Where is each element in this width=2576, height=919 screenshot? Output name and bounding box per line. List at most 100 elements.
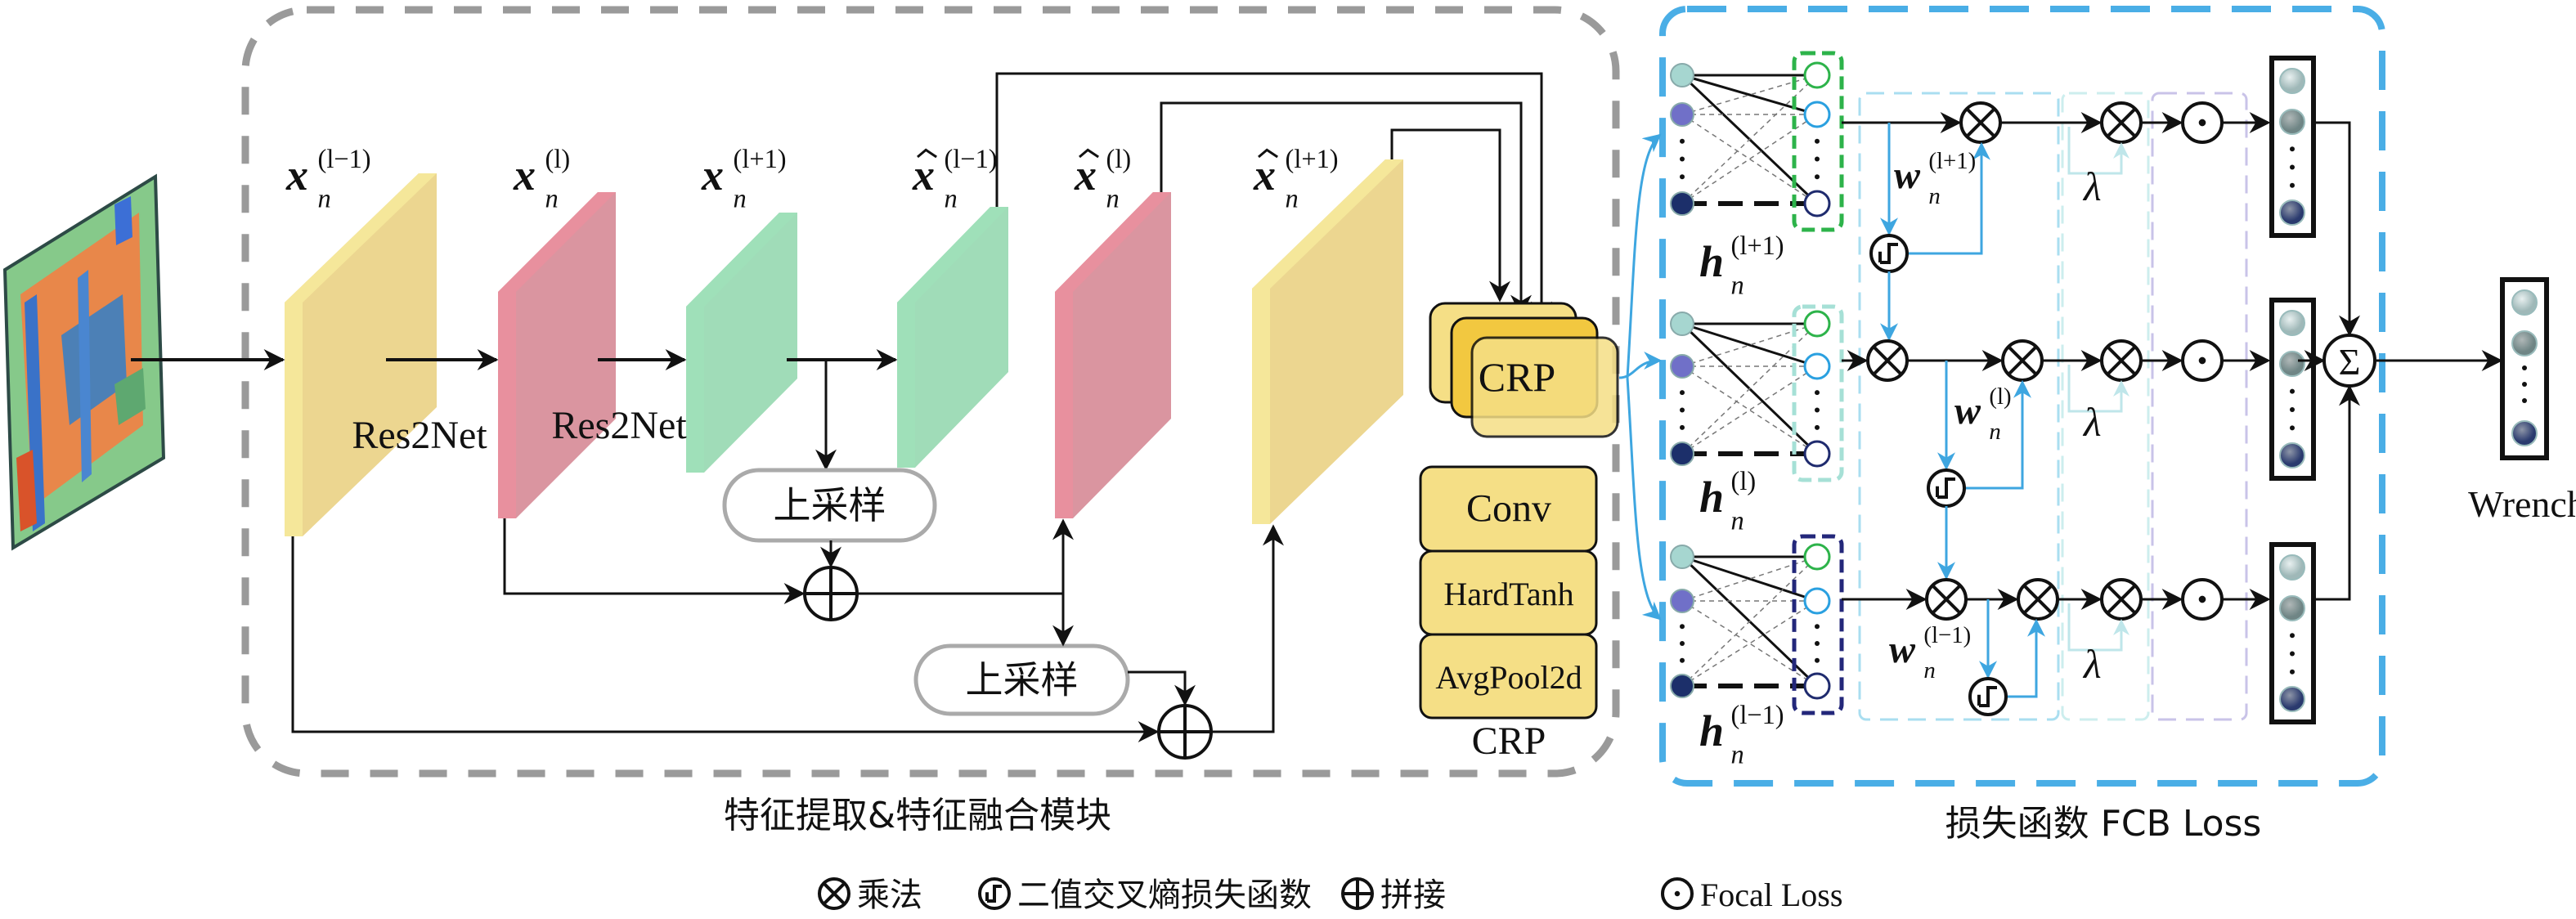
input-node — [1670, 674, 1694, 698]
crp-layer-label: Conv — [1466, 487, 1551, 531]
slab-front-edge — [1055, 292, 1073, 518]
upsample-box: 上采样 — [913, 643, 1130, 716]
input-node — [1670, 545, 1694, 569]
multiply-icon — [2017, 578, 2059, 621]
panel-lambda — [2061, 92, 2150, 721]
output-node — [2511, 420, 2538, 446]
math-superscript: (l) — [1731, 467, 1757, 496]
ellipsis-dot — [2290, 651, 2295, 657]
focal-dot-icon — [2181, 578, 2224, 621]
lambda-label: λ — [2082, 641, 2102, 687]
crp-to-row-arrow — [1626, 377, 1662, 621]
ellipsis-dot — [1815, 156, 1820, 162]
to-crp-line — [1160, 101, 1532, 316]
math-superscript: (l−1) — [1923, 622, 1971, 648]
ellipsis-dot — [1680, 390, 1685, 396]
ellipsis-dot — [1815, 624, 1820, 630]
network-edge — [1681, 555, 1818, 603]
slab-front-edge — [498, 292, 516, 518]
step-function-icon — [1869, 234, 1909, 273]
math-base: x — [1253, 150, 1276, 199]
slab-front-edge — [897, 303, 915, 468]
slab-face — [285, 173, 437, 536]
final-output-column — [2500, 277, 2549, 460]
ellipsis-dot — [2290, 407, 2295, 412]
ellipsis-dot — [1680, 174, 1685, 180]
lambda-arrow — [2067, 603, 2129, 652]
math-superscript: (l) — [1989, 383, 2011, 410]
output-node — [2279, 199, 2305, 226]
ellipsis-dot — [2290, 164, 2295, 170]
multiply-icon — [2100, 578, 2143, 621]
legend-item: 二值交叉熵损失函数 — [978, 876, 1312, 914]
ellipsis-dot — [1815, 174, 1820, 180]
feature-module-box — [241, 6, 1620, 778]
plus — [1343, 879, 1372, 908]
concat-plus-icon — [1157, 704, 1213, 760]
crp-layer-box — [1419, 633, 1598, 720]
multiply-icon — [2001, 339, 2044, 382]
math-subscript: n — [1989, 419, 2000, 445]
step-function-icon — [1968, 677, 2008, 716]
ellipsis-dot — [2522, 398, 2527, 403]
crp-to-row-arrow — [1626, 133, 1662, 379]
step — [1977, 686, 1997, 707]
cross — [2007, 345, 2038, 376]
hat-accent — [1079, 148, 1099, 159]
math-superscript: (l−1) — [318, 145, 371, 174]
multiply-icon — [1925, 578, 1968, 621]
image-region-blue — [61, 294, 127, 425]
math-base: x — [285, 150, 308, 199]
step — [985, 885, 1002, 903]
dot — [1674, 890, 1681, 897]
ellipsis-dot — [1815, 657, 1820, 663]
input-node — [1670, 354, 1694, 379]
output-node — [2279, 686, 2305, 712]
lambda-label: λ — [2082, 164, 2102, 209]
loss-module-caption: 损失函数 FCB Loss — [1945, 803, 2262, 845]
math-superscript: (l) — [1106, 145, 1132, 174]
legend-item: 乘法 — [818, 876, 922, 914]
cross — [1965, 107, 1996, 138]
ellipsis-dot — [2290, 146, 2295, 152]
legend-label: 拼接 — [1380, 876, 1446, 914]
image-region-red — [16, 450, 37, 531]
cross — [1872, 345, 1903, 376]
math-subscript: n — [1731, 507, 1744, 536]
output-node — [1803, 352, 1831, 380]
upsample-to-concat — [1128, 670, 1196, 706]
math-superscript: (l+1) — [734, 145, 787, 174]
cross — [2106, 107, 2137, 138]
slab-face — [897, 207, 1008, 468]
focal-dot-icon — [1661, 877, 1694, 910]
crp-layer-label: HardTanh — [1443, 576, 1573, 612]
crp-to-row-arrow — [1618, 352, 1663, 379]
feature-map-4 — [897, 207, 1008, 468]
multiply-icon — [818, 877, 850, 910]
legend-label: 二值交叉熵损失函数 — [1017, 876, 1312, 914]
dot — [2198, 595, 2206, 603]
math-base: w — [1894, 154, 1921, 197]
input-node — [1670, 63, 1694, 87]
legend-label: 乘法 — [857, 876, 922, 914]
concat-plus-icon — [1341, 877, 1374, 910]
ellipsis-dot — [2522, 365, 2527, 370]
math-base: h — [1699, 473, 1724, 522]
ellipsis-dot — [2290, 669, 2295, 675]
output-node — [1803, 310, 1831, 338]
output-layer-box — [1792, 51, 1844, 232]
ellipsis-dot — [2290, 633, 2295, 639]
multiply-icon — [1866, 339, 1909, 382]
slab-top-edge — [285, 173, 437, 303]
input-node — [1670, 102, 1694, 127]
math-subscript: n — [945, 185, 958, 214]
math-base: w — [1889, 628, 1916, 671]
output-node — [2511, 289, 2538, 316]
ellipsis-dot — [1680, 156, 1685, 162]
